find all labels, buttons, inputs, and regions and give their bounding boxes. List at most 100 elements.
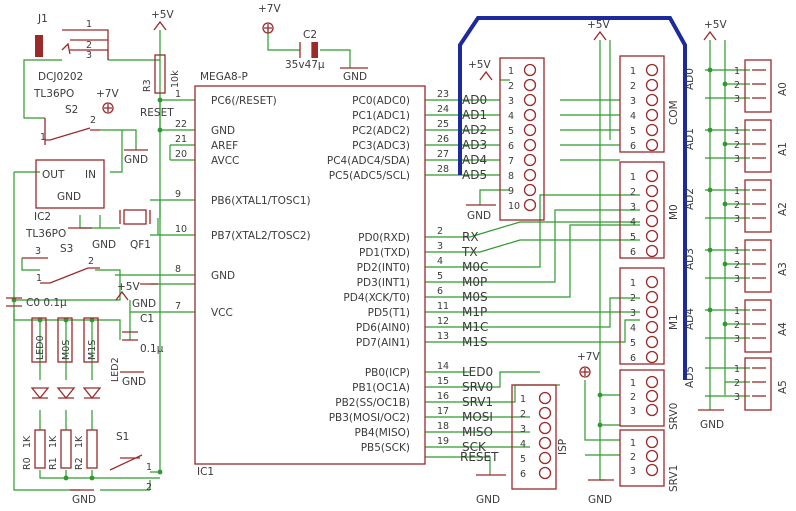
- ic2-in: IN: [85, 169, 96, 181]
- analog-header-box: [744, 357, 772, 411]
- pin-number: 3: [630, 202, 636, 213]
- s3-ref: S3: [60, 243, 73, 255]
- regulator-ic2: OUT IN GND IC2: [34, 159, 105, 223]
- analog-pin-number: 1: [734, 306, 740, 317]
- pin-number: 3: [630, 96, 636, 107]
- pin-number: 10: [508, 201, 520, 212]
- analog-header-box: [744, 239, 772, 293]
- ic1-net-label: M0P: [462, 275, 487, 289]
- analog-pin-number: 2: [734, 320, 740, 331]
- vcc7-label-srv: +7V: [577, 351, 600, 363]
- pin-circle: [645, 449, 659, 463]
- ic1-net-label: SCK: [462, 440, 487, 454]
- ic1-pin-num: 17: [437, 406, 449, 417]
- ic1-pin-num: 19: [437, 436, 449, 447]
- ic1-pin-name: PB3(MOSI/OC2): [329, 412, 410, 424]
- pin-circle: [645, 320, 659, 334]
- ic1-pin-num: 6: [437, 286, 443, 297]
- analog-pin-number: 1: [734, 364, 740, 375]
- ic1-net-label: MOSI: [462, 410, 493, 424]
- gnd-label-6: GND: [72, 494, 96, 506]
- ground-symbols: GND GND GND GND GND GND GND GND GND GND: [68, 67, 724, 506]
- vcc5-symbol-com: +5V: [587, 19, 610, 41]
- r2-ref: R2: [74, 457, 85, 470]
- pin-circle: [645, 184, 659, 198]
- analog-pin-number: 3: [734, 334, 740, 345]
- ic1-pin-name: AREF: [211, 140, 238, 152]
- s2-pin1: 1: [40, 132, 46, 143]
- pin-number: 2: [630, 392, 636, 403]
- ic1-net-label: TX: [461, 245, 478, 259]
- ic1-pin-name: PD0(RXD): [358, 232, 410, 244]
- ic1-pin-num: 8: [175, 264, 181, 275]
- analog-net-label: AD0: [684, 68, 696, 90]
- s2-pin2: 2: [90, 115, 96, 126]
- pin-number: 1: [520, 394, 526, 405]
- mcu-ic1: MEGA8-P IC1 1PC6(/RESET)22GND21AREF20AVC…: [175, 71, 499, 478]
- r0-value: 1K: [22, 435, 33, 448]
- ic1-pin-num: 7: [175, 301, 181, 312]
- ic1-pin-num: 1: [175, 89, 181, 100]
- j1-ref: J1: [37, 13, 48, 25]
- capacitor-c1: C1 0.1µ: [122, 313, 164, 355]
- pin-number: 1: [630, 438, 636, 449]
- pin-circle: [538, 406, 552, 420]
- pin-number: 3: [630, 406, 636, 417]
- led-connectors: LED0 M0S M1S LED2: [31, 317, 121, 382]
- j1-type: DCJ0202: [38, 71, 83, 83]
- analog-pin-number: 1: [734, 246, 740, 257]
- analog-net-label: AD5: [684, 366, 696, 388]
- pin-circle: [645, 199, 659, 213]
- pin-number: 7: [508, 156, 514, 167]
- pin-number: 5: [630, 232, 636, 243]
- r1-ref: R1: [48, 457, 59, 470]
- r3-ref: R3: [142, 79, 153, 92]
- j1-pin1: 1: [86, 19, 92, 30]
- ic1-pin-name: PC2(ADC2): [352, 125, 410, 137]
- pin-number: 5: [630, 126, 636, 137]
- ic1-pin-name: GND: [211, 125, 235, 137]
- pin-circle: [645, 463, 659, 477]
- ic2-gnd: GND: [57, 191, 81, 203]
- ic1-pin-name: GND: [211, 270, 235, 282]
- analog-header-box: [744, 299, 772, 353]
- srv0-label: SRV0: [668, 403, 680, 430]
- analog-pin-number: 1: [734, 186, 740, 197]
- pin-number: 6: [630, 247, 636, 258]
- ic1-net-label: RX: [462, 230, 479, 244]
- ic1-net-label: AD5: [462, 168, 487, 182]
- pin-number: 6: [630, 353, 636, 364]
- pin-circle: [645, 305, 659, 319]
- ic1-pin-num: 28: [437, 164, 449, 175]
- analog-pin-number: 2: [734, 260, 740, 271]
- r0-ref: R0: [22, 457, 33, 470]
- analog-net-label: AD2: [684, 188, 696, 210]
- ic1-pin-name: PD2(INT0): [357, 262, 410, 274]
- ic1-pin-name: PC5(ADC5/SCL): [329, 170, 410, 182]
- vcc7-symbol-s2: +7V: [96, 88, 119, 114]
- c0-label: C0 0.1µ: [26, 297, 67, 309]
- ic1-pin-name: PB1(OC1A): [352, 382, 410, 394]
- ic1-net-label: SRV0: [462, 380, 493, 394]
- resistors-r0-r2: R0 1K R1 1K R2 1K: [22, 429, 98, 470]
- analog-ref-label: A5: [777, 380, 789, 394]
- com-label: COM: [668, 100, 680, 125]
- pin-number: 5: [508, 126, 514, 137]
- ic1-pin-name: PC1(ADC1): [352, 110, 410, 122]
- pin-circle: [645, 435, 659, 449]
- ic1-pin-name: PC3(ADC3): [352, 140, 410, 152]
- ic2-ref: IC2: [34, 211, 51, 223]
- r1-value: 1K: [48, 435, 59, 448]
- analog-pin-number: 3: [734, 274, 740, 285]
- pin-number: 4: [630, 323, 636, 334]
- pin-number: 4: [508, 111, 514, 122]
- ic1-pin-name: AVCC: [211, 155, 239, 167]
- pin-number: 3: [520, 424, 526, 435]
- pin-number: 1: [630, 278, 636, 289]
- pin-circle: [523, 168, 537, 182]
- vcc5-symbol-analog: +5V: [703, 19, 727, 41]
- pin-number: 4: [520, 439, 526, 450]
